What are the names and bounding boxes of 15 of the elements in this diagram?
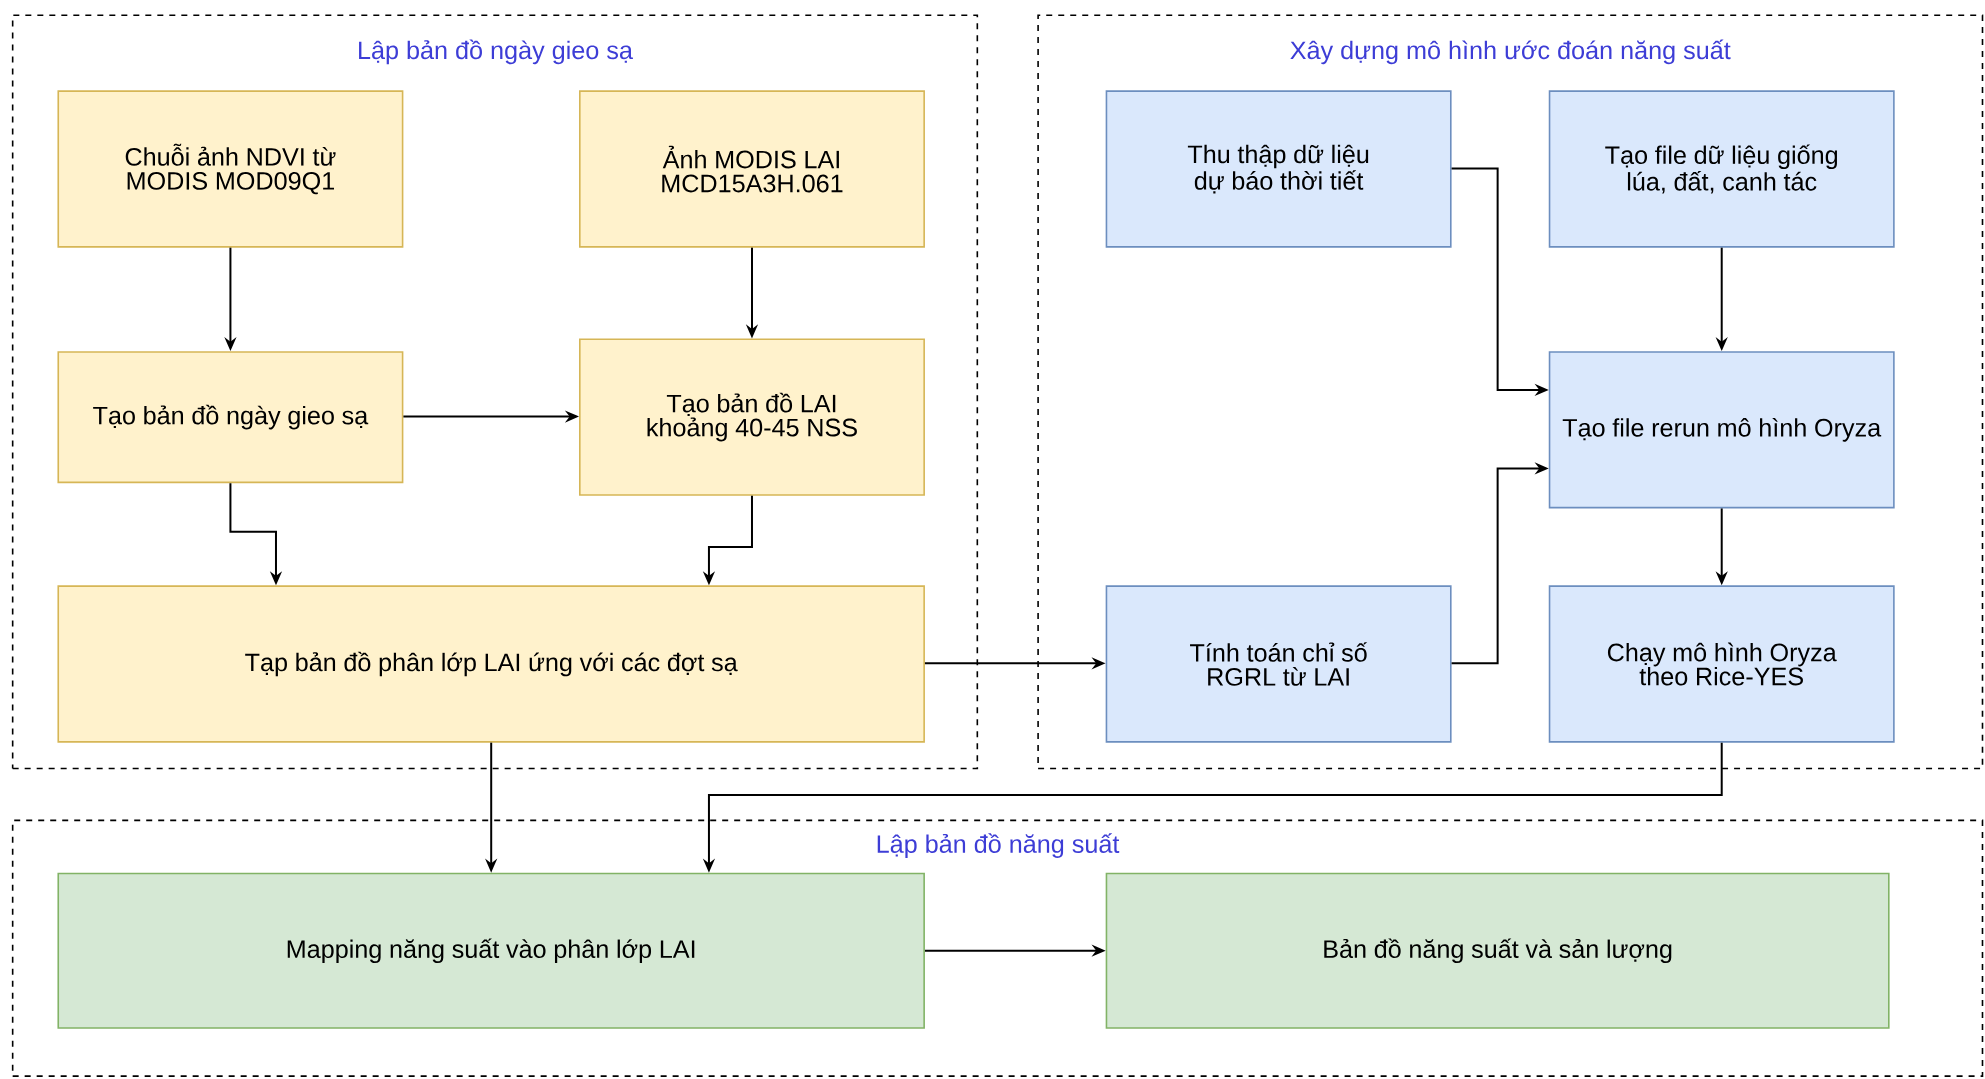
process-box: Bản đồ năng suất và sản lượng bbox=[1105, 872, 1890, 1029]
process-box: Mapping năng suất vào phân lớp LAI bbox=[57, 872, 925, 1029]
process-box: Tạo bản đồ LAI khoảng 40-45 NSS bbox=[579, 338, 925, 496]
process-box: Tạp bản đồ phân lớp LAI ứng với các đợt sạ bbox=[57, 585, 925, 743]
process-box: Chạy mô hình Oryza theo Rice-YES bbox=[1548, 585, 1895, 743]
process-box: Chuỗi ảnh NDVI từ MODIS MOD09Q1 bbox=[57, 90, 404, 248]
process-box: Tạo file dữ liệu giống lúa, đất, canh tác bbox=[1548, 90, 1895, 248]
process-box: Thu thập dữ liệu dự báo thời tiết bbox=[1105, 90, 1452, 248]
process-box: Tạo bản đồ ngày gieo sạ bbox=[57, 351, 404, 484]
group-title: Lập bản đồ năng suất bbox=[877, 833, 1120, 859]
group-title: Xây dựng mô hình ước đoán năng suất bbox=[1290, 39, 1731, 65]
group-title: Lập bản đồ ngày gieo sạ bbox=[359, 39, 633, 65]
process-box: Tạo file rerun mô hình Oryza bbox=[1548, 351, 1895, 509]
process-box: Ảnh MODIS LAI MCD15A3H.061 bbox=[579, 90, 925, 248]
process-box: Tính toán chỉ số RGRL từ LAI bbox=[1105, 585, 1452, 743]
